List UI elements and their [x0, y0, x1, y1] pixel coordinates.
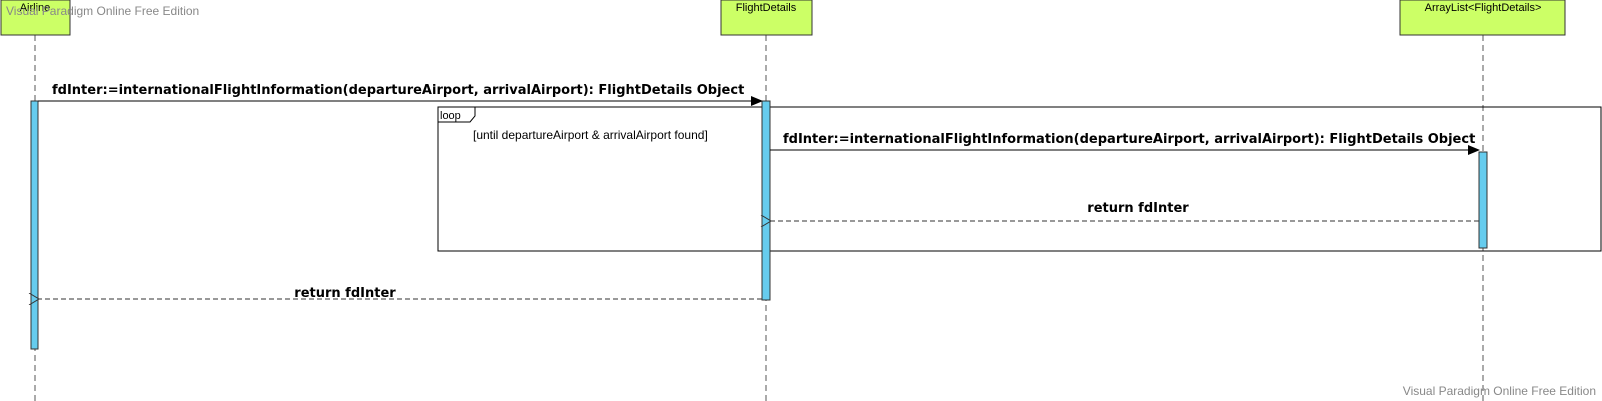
lifeline-airline-label: Airline	[20, 2, 51, 14]
lifeline-flightdetails-box	[720, 0, 813, 36]
message-3-label: return fdInter	[1087, 201, 1189, 216]
activation-flightdetails	[761, 100, 771, 301]
message-4[interactable]: return fdInter	[39, 286, 762, 301]
message-1-label: fdInter:=internationalFlightInformation(…	[52, 83, 744, 98]
message-3[interactable]: return fdInter	[771, 201, 1479, 221]
loop-frame	[437, 106, 1602, 252]
watermark-top: Visual Paradigm Online Free Edition	[6, 4, 199, 18]
message-4-label: return fdInter	[294, 286, 396, 301]
activation-airline	[30, 100, 39, 350]
lifeline-flightdetails-label: FlightDetails	[736, 2, 797, 14]
lifeline-airline[interactable]: Airline	[0, 0, 71, 36]
watermark-bottom: Visual Paradigm Online Free Edition	[1403, 384, 1596, 398]
message-1[interactable]: fdInter:=internationalFlightInformation(…	[38, 83, 763, 106]
lifeline-arraylist-box	[1399, 0, 1566, 36]
lifeline-airline-box	[0, 0, 71, 36]
loop-fragment[interactable]: loop [until departureAirport & arrivalAi…	[437, 106, 1602, 252]
lifeline-flightdetails[interactable]: FlightDetails	[720, 0, 813, 36]
lifeline-arraylist[interactable]: ArrayList<FlightDetails>	[1399, 0, 1566, 36]
message-2[interactable]: fdInter:=internationalFlightInformation(…	[770, 132, 1480, 155]
loop-operator-label: loop	[440, 110, 461, 122]
message-2-label: fdInter:=internationalFlightInformation(…	[783, 132, 1475, 147]
activation-arraylist	[1478, 151, 1488, 249]
lifeline-arraylist-label: ArrayList<FlightDetails>	[1425, 2, 1542, 14]
loop-operator-tag	[437, 106, 476, 123]
loop-guard-label: [until departureAirport & arrivalAirport…	[473, 128, 708, 142]
